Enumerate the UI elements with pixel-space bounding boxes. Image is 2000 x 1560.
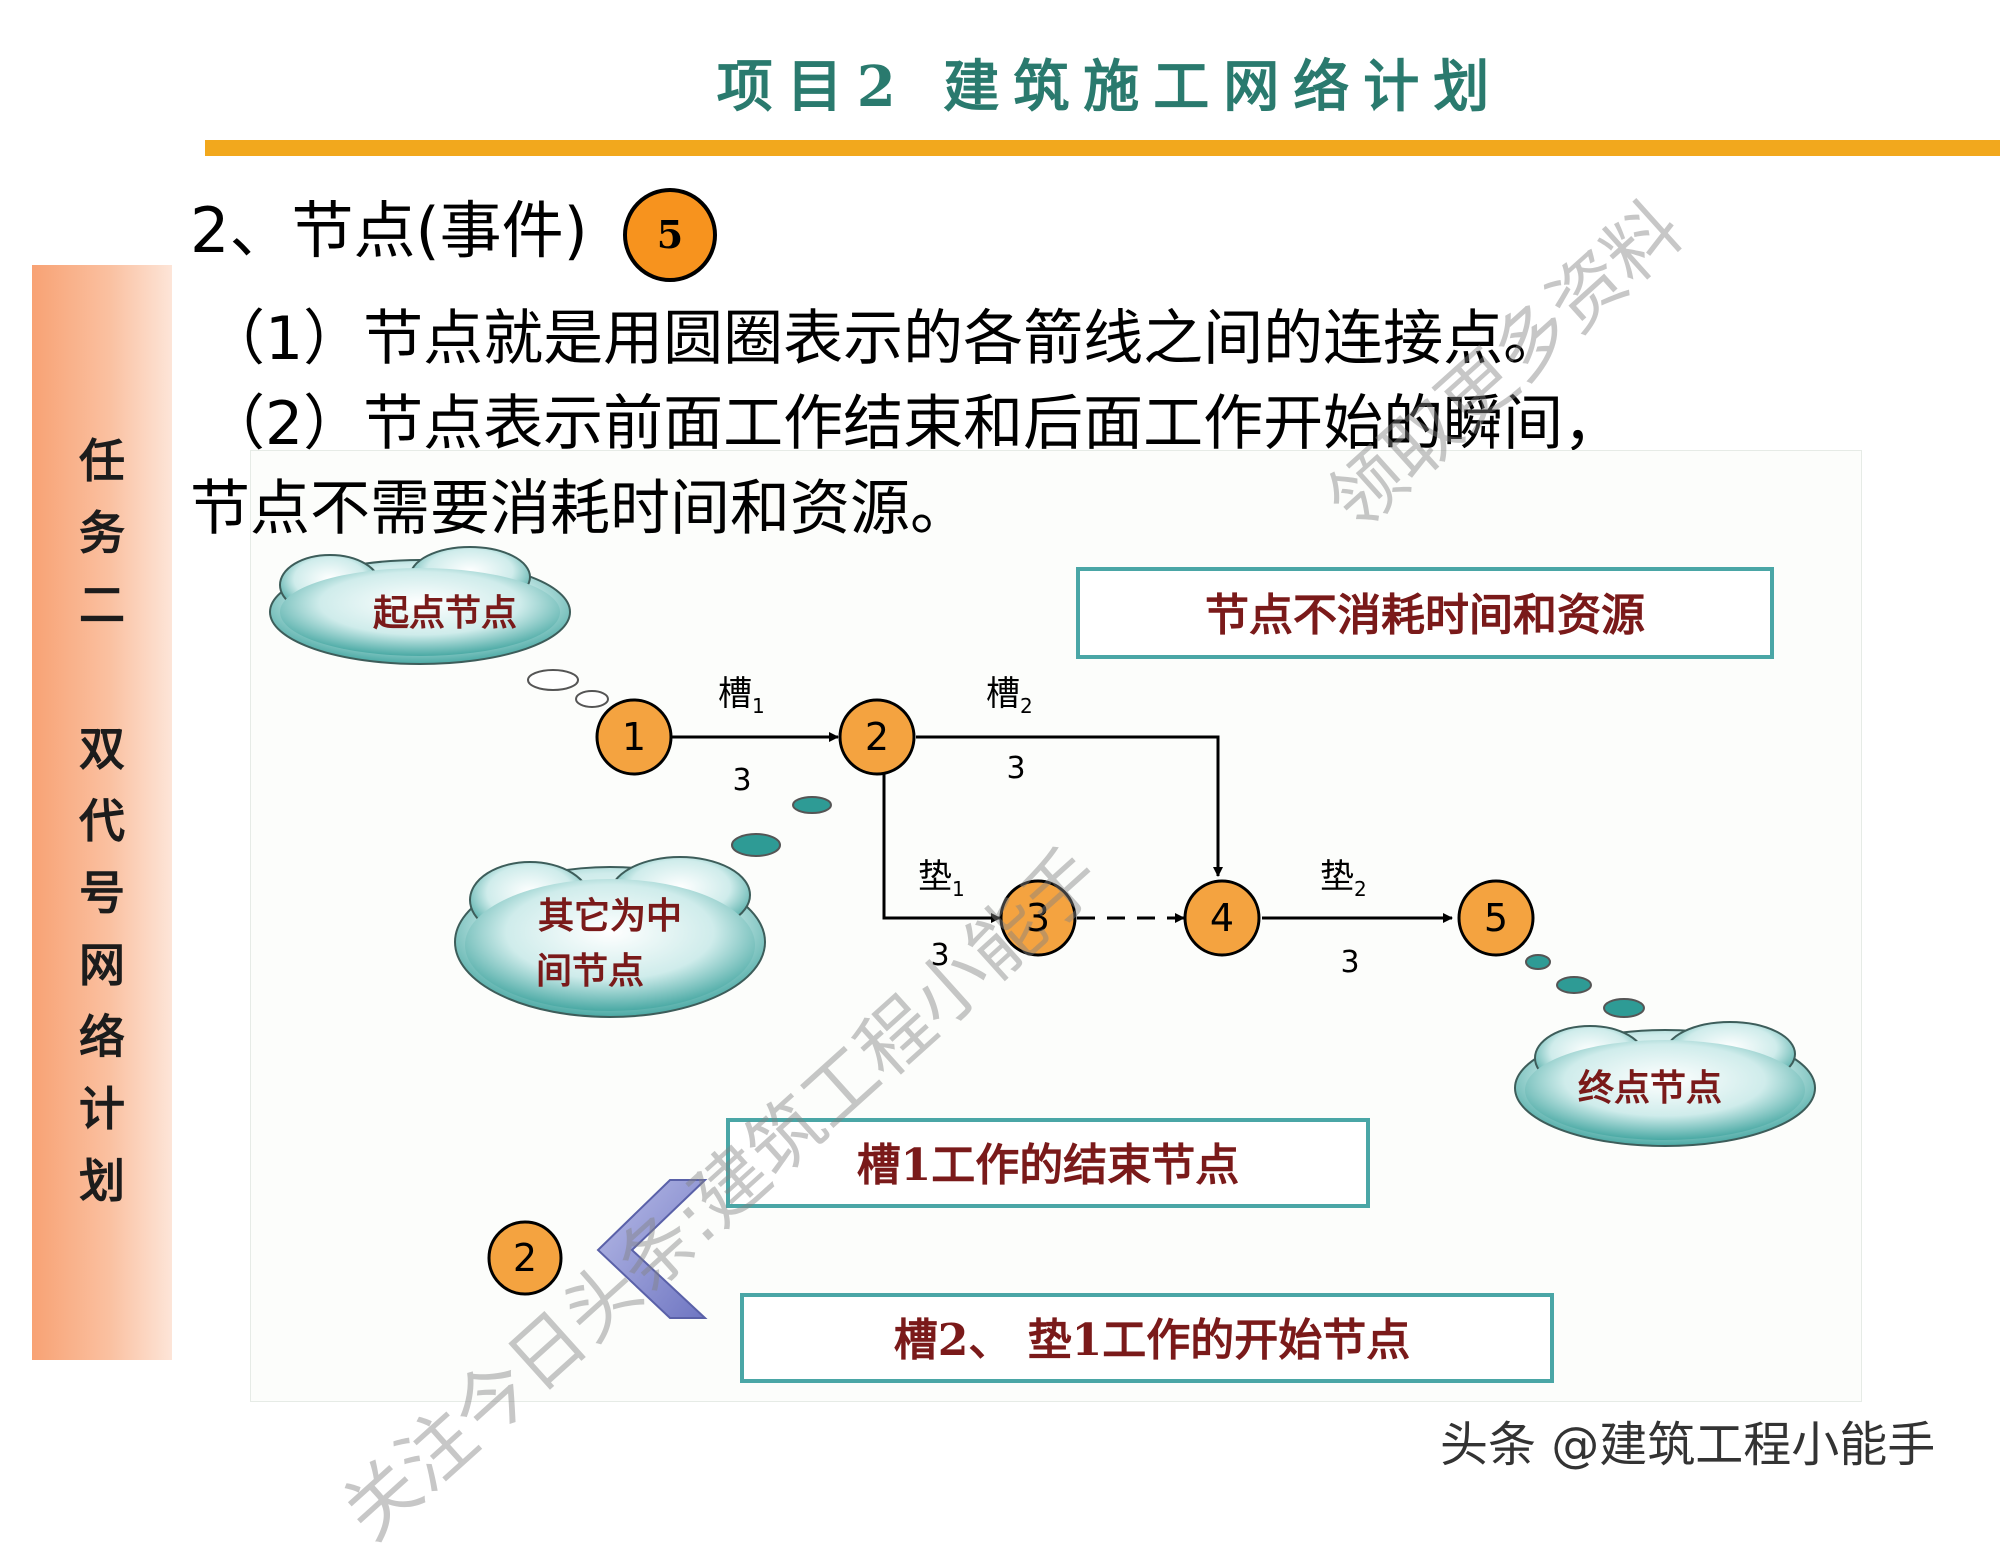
activity-duration: 3 bbox=[732, 763, 751, 798]
paragraph-2: （2）节点表示前面工作结束和后面工作开始的瞬间， bbox=[205, 389, 1624, 459]
detail-node-2: 2 bbox=[487, 1220, 563, 1296]
activity-duration: 3 bbox=[930, 938, 949, 973]
node-2: 2 bbox=[838, 698, 916, 776]
callout-box-end bbox=[726, 1118, 1370, 1208]
svg-text:2: 2 bbox=[513, 1236, 537, 1280]
thought-bubble bbox=[575, 690, 609, 708]
activity-label: 垫1 bbox=[918, 857, 965, 901]
callout-box-start bbox=[740, 1293, 1554, 1383]
chevron-left-icon bbox=[596, 1179, 708, 1319]
node-5: 5 bbox=[1457, 879, 1535, 957]
thought-bubble bbox=[1525, 954, 1551, 970]
svg-text:5: 5 bbox=[1484, 896, 1508, 940]
node-3: 3 bbox=[999, 879, 1077, 957]
paragraph-1: （1）节点就是用圆圈表示的各箭线之间的连接点。 bbox=[205, 304, 1564, 374]
svg-text:1: 1 bbox=[622, 715, 646, 759]
activity-label: 垫2 bbox=[1320, 857, 1367, 901]
footer-credit: 头条 @建筑工程小能手 bbox=[1440, 1417, 1936, 1473]
start-cloud: 起点节点 bbox=[269, 546, 571, 665]
title-underline bbox=[205, 140, 2000, 156]
end-cloud: 终点节点 bbox=[1514, 1021, 1816, 1147]
activity-label: 槽2 bbox=[986, 674, 1033, 718]
middle-cloud-line-2: 间节点 bbox=[536, 950, 644, 992]
arrow-2-4 bbox=[916, 735, 1223, 877]
paragraph-3: 节点不需要消耗时间和资源。 bbox=[190, 474, 970, 544]
sidebar-label: 任 务 二 双 代 号 网 络 计 划 bbox=[79, 434, 125, 1208]
thought-bubble bbox=[527, 669, 579, 691]
middle-cloud-line-1: 其它为中 bbox=[538, 895, 682, 937]
arrow-2-3 bbox=[882, 770, 1001, 923]
svg-text:4: 4 bbox=[1210, 896, 1234, 940]
callout-end-text: 槽1工作的结束节点 bbox=[857, 1140, 1240, 1191]
middle-cloud: 其它为中 间节点 bbox=[454, 856, 766, 1018]
thought-bubble bbox=[1603, 998, 1645, 1018]
node-4: 4 bbox=[1183, 879, 1261, 957]
note-box-text: 节点不消耗时间和资源 bbox=[1205, 590, 1645, 641]
activity-duration: 3 bbox=[1006, 751, 1025, 786]
end-cloud-label: 终点节点 bbox=[1578, 1067, 1722, 1109]
sidebar-strip bbox=[32, 265, 172, 1360]
start-cloud-label: 起点节点 bbox=[373, 592, 517, 634]
heading-node-icon: 5 bbox=[623, 188, 717, 282]
note-box bbox=[1076, 567, 1774, 659]
network-diagram: 起点节点 其它为中 间节点 节点不消耗时间和资源 槽1 3 槽2 3 垫1 3 … bbox=[269, 546, 1816, 1383]
section-heading: 2、节点(事件) bbox=[190, 194, 588, 267]
thought-bubble bbox=[1556, 976, 1592, 994]
svg-text:2: 2 bbox=[865, 715, 889, 759]
svg-text:3: 3 bbox=[1026, 896, 1050, 940]
node-1: 1 bbox=[595, 698, 673, 776]
slide-title: 项目2 建筑施工网络计划 bbox=[716, 54, 1504, 120]
callout-start-text: 槽2、 垫1工作的开始节点 bbox=[894, 1315, 1411, 1366]
activity-duration: 3 bbox=[1340, 945, 1359, 980]
thought-bubble bbox=[792, 796, 832, 814]
activity-label: 槽1 bbox=[718, 674, 765, 718]
thought-bubble bbox=[731, 833, 781, 857]
